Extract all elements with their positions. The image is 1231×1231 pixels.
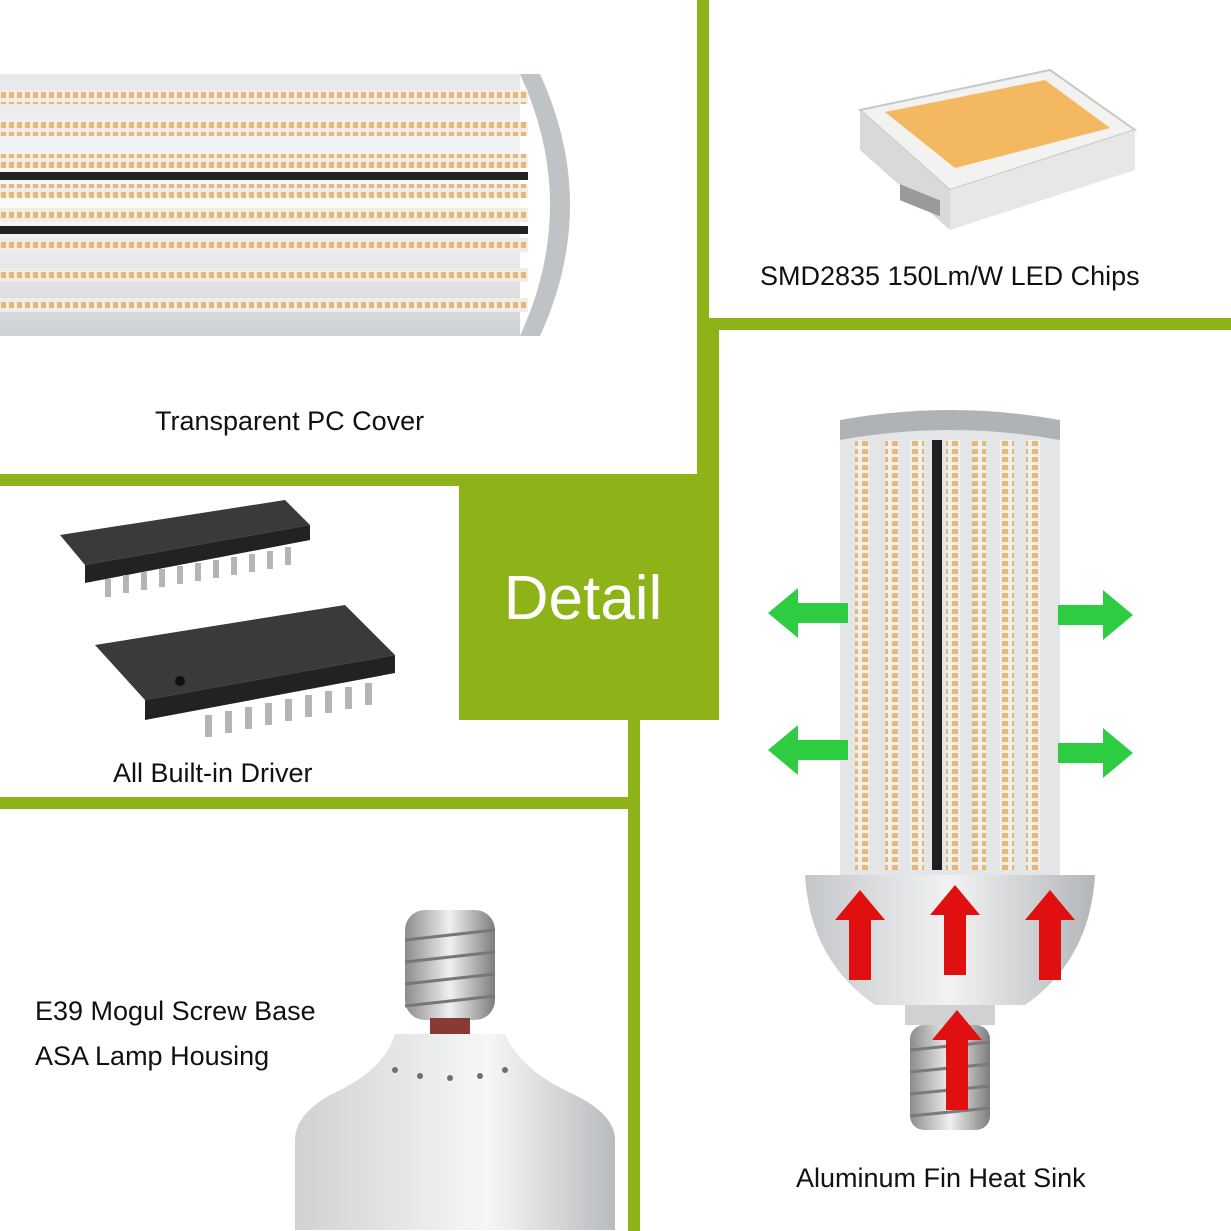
airflow-arrow-icon xyxy=(768,725,848,775)
heat-arrow-icon xyxy=(835,890,885,980)
divider-bottom-vertical xyxy=(628,720,640,1231)
driver-ic-image xyxy=(60,500,395,737)
divider-top-vertical xyxy=(697,0,709,480)
airflow-arrow-icon xyxy=(1058,590,1133,640)
airflow-arrow-icon xyxy=(1058,728,1133,778)
heat-sink-caption: Aluminum Fin Heat Sink xyxy=(796,1163,1086,1193)
screw-base-image xyxy=(295,910,615,1230)
driver-caption: All Built-in Driver xyxy=(113,758,313,788)
detail-title: Detail xyxy=(503,564,663,633)
led-tube-image xyxy=(0,74,570,336)
divider-left-horizontal-2 xyxy=(0,797,640,809)
corn-bulb-image xyxy=(805,410,1095,1130)
heat-arrow-icon xyxy=(930,885,980,975)
divider-right-horizontal xyxy=(709,318,1231,330)
detail-box: Detail xyxy=(459,480,707,720)
base-caption-line2: ASA Lamp Housing xyxy=(35,1041,270,1071)
pc-cover-caption: Transparent PC Cover xyxy=(155,406,425,436)
base-caption-line1: E39 Mogul Screw Base xyxy=(35,996,316,1026)
divider-right-vertical xyxy=(707,330,719,720)
smd-chip-image xyxy=(857,68,1138,230)
heat-arrow-icon xyxy=(1025,890,1075,980)
heat-arrow-icon xyxy=(932,1010,982,1110)
led-chips-caption: SMD2835 150Lm/W LED Chips xyxy=(760,261,1140,291)
airflow-arrow-icon xyxy=(768,588,848,638)
